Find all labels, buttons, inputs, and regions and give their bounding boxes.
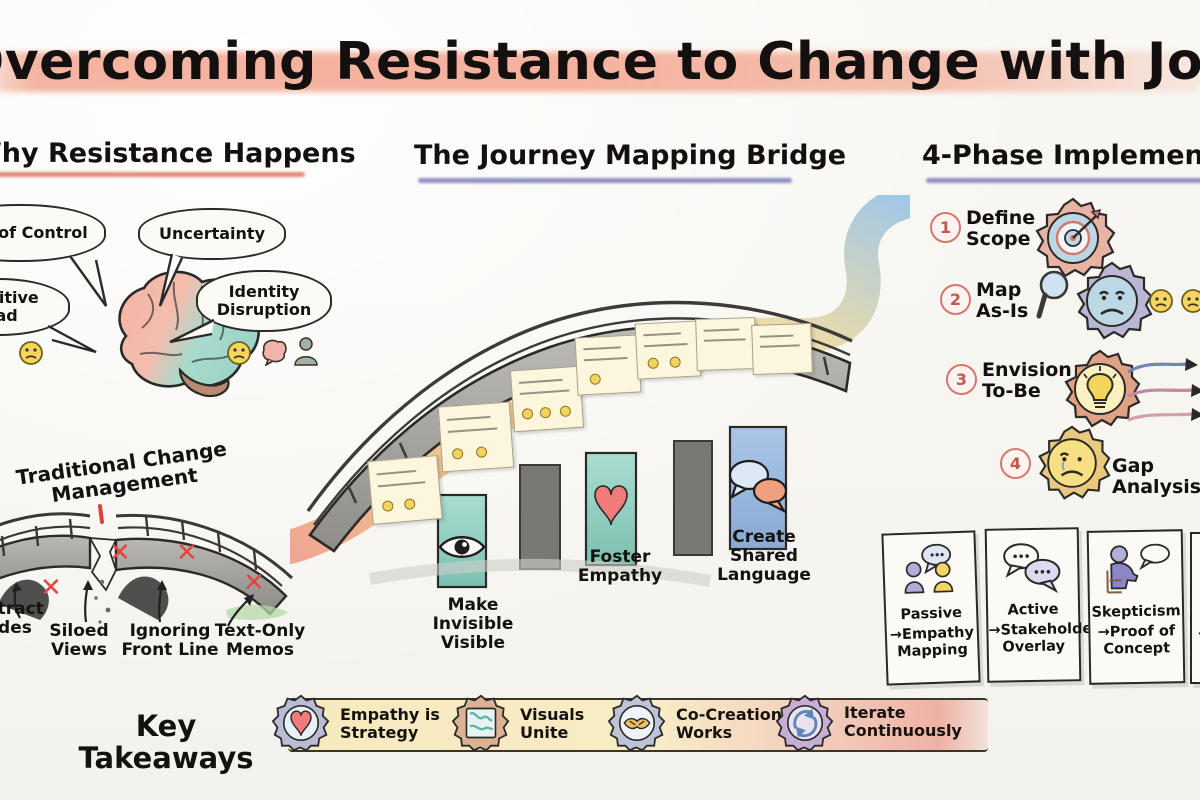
bubble-tail-cognitive-load <box>47 324 97 354</box>
bubble-identity-disruption-text: Identity Disruption <box>216 282 312 319</box>
x-mark: ✕ <box>176 538 198 568</box>
card-title: Passive <box>900 604 963 624</box>
key-takeaway-label-empathy: Empathy is Strategy <box>340 705 440 742</box>
pillar-label-make-invisible-visible: Make Invisible Visible <box>432 595 514 654</box>
card-response: →Proof of Concept <box>1097 623 1176 658</box>
card-response: →Empathy Mapping <box>889 624 975 660</box>
heading-journey-bridge: The Journey Mapping Bridge <box>414 140 847 171</box>
phase-label-envision-to-be: Envision To-Be <box>982 359 1072 403</box>
poster-title: Overcoming Resistance to Change with Jou… <box>0 32 1200 104</box>
bubble-uncertainty-text: Uncertainty <box>158 224 265 244</box>
objection-card-partial[interactable]: →In <box>1190 532 1200 684</box>
bubble-cognitive-load-text: Cognitive Load <box>0 288 39 325</box>
phase-label-map-as-is: Map As-Is <box>976 279 1029 323</box>
flow-arrows <box>1127 358 1200 422</box>
worried-face-icon <box>1149 289 1173 313</box>
objection-card-passive[interactable]: Passive →Empathy Mapping <box>881 530 981 686</box>
person-icon <box>294 337 318 366</box>
bubble-identity-disruption: Identity Disruption <box>196 270 332 332</box>
bubble-tail-identity-disruption <box>169 318 215 344</box>
failure-pointer-arrows <box>12 580 254 627</box>
sticky-note <box>367 455 443 525</box>
pillar-label-create-shared-language: Create Shared Language <box>717 527 811 586</box>
title-text: Overcoming Resistance to Change with Jou… <box>0 32 1200 92</box>
x-mark: ✕ <box>40 573 62 603</box>
magnifier-icon <box>1036 270 1069 319</box>
sticky-note <box>751 322 813 376</box>
worried-face-icon <box>227 341 251 365</box>
brain-blob-icon <box>262 339 287 366</box>
failure-label-ignoring-front-line: Ignoring Front Line <box>121 621 219 661</box>
bubble-tail-uncertainty <box>158 253 184 307</box>
bubble-uncertainty: Uncertainty <box>138 208 286 260</box>
card-response: →Stakeholder Overlay <box>988 620 1100 656</box>
failure-label-text-only-memos: Text-Only Memos <box>214 621 306 661</box>
lightbulb-icon <box>1064 349 1141 428</box>
phase-number-3: 3 <box>946 364 977 395</box>
x-mark: ✕ <box>109 538 131 568</box>
failure-label-abstract-slides: Abstract Slides <box>0 599 44 639</box>
seated-person-icon <box>1106 543 1170 594</box>
bubble-loss-of-control-text: Loss of Control <box>0 223 88 243</box>
heading-journey-bridge-underline <box>418 178 792 183</box>
worried-face-icon <box>1181 289 1200 313</box>
phase-label-gap-analysis: Gap Analysis <box>1112 455 1200 499</box>
speech-bubbles-icon <box>1003 543 1061 594</box>
seal-co-creation-works <box>608 694 666 752</box>
sad-face-icon <box>1076 261 1153 340</box>
sticky-note <box>695 316 757 372</box>
x-mark: ✕ <box>243 568 265 598</box>
key-takeaway-label-iterate: Iterate Continuously <box>844 703 962 740</box>
seal-visuals-unite <box>452 694 510 752</box>
heading-why-resistance: Why Resistance Happens <box>0 138 356 169</box>
sticky-note <box>634 320 702 380</box>
sticky-note <box>509 365 585 433</box>
pillar-label-foster-empathy: Foster Empathy <box>577 547 663 587</box>
bubble-tail-loss-of-control <box>69 255 108 307</box>
bubble-loss-of-control: Loss of Control <box>0 204 106 262</box>
sticky-note <box>437 401 515 473</box>
phase-number-4: 4 <box>1000 448 1031 479</box>
objection-card-skepticism[interactable]: Skepticism →Proof of Concept <box>1086 529 1186 685</box>
objection-card-active[interactable]: Active →Stakeholder Overlay <box>984 527 1100 683</box>
heading-why-resistance-underline <box>0 172 305 177</box>
key-takeaway-label-co-creation: Co-Creation Works <box>676 705 783 742</box>
failure-label-siloed-views: Siloed Views <box>49 621 109 661</box>
phase-number-2: 2 <box>940 284 971 315</box>
key-takeaways-heading: Key Takeaways <box>78 709 254 776</box>
card-response: →In <box>1192 626 1200 643</box>
phase-label-define-scope: Define Scope <box>966 207 1036 251</box>
two-people-icon <box>904 543 954 594</box>
seal-empathy-is-strategy <box>272 694 330 752</box>
card-title: Skepticism <box>1091 603 1181 621</box>
heading-4-phase: 4-Phase Implementation <box>922 140 1200 171</box>
heading-4-phase-underline <box>926 178 1200 183</box>
sticky-note <box>574 334 642 396</box>
worried-face-icon <box>19 341 43 365</box>
key-takeaway-label-visuals: Visuals Unite <box>520 705 585 742</box>
phase-number-1: 1 <box>930 212 961 243</box>
worried-face-icon <box>1038 425 1111 500</box>
seal-iterate-continuously <box>776 694 834 752</box>
title-highlight <box>0 52 1200 92</box>
broken-bridge-illustration <box>0 504 294 624</box>
card-title: Active <box>1007 601 1059 619</box>
target-icon <box>1035 197 1116 278</box>
